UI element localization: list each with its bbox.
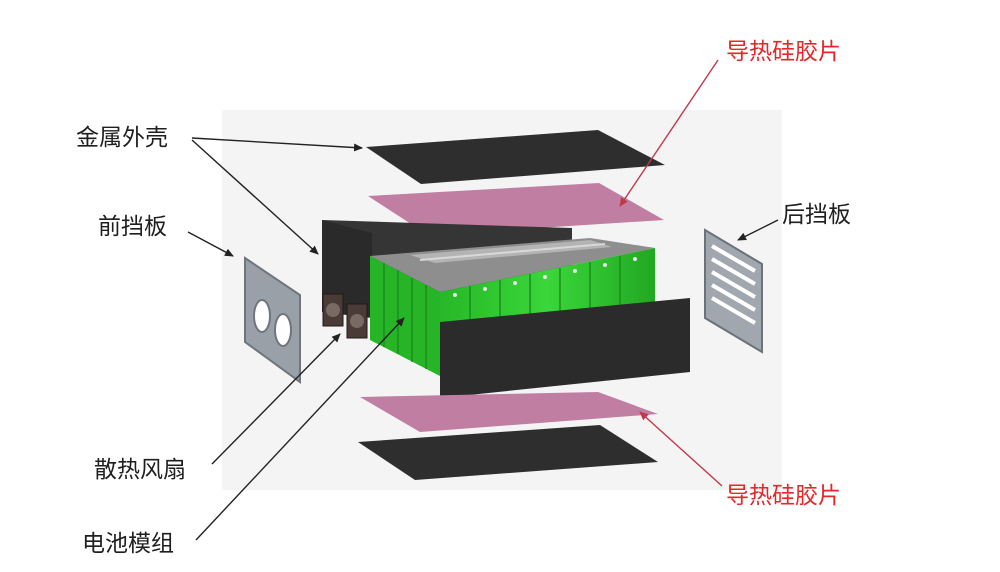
- label-cooling-fan: 散热风扇: [94, 457, 186, 483]
- cell-terminals: [453, 257, 637, 297]
- top-shell-plate: [366, 130, 665, 184]
- leader-lines-red: [619, 59, 723, 487]
- label-top-thermal-pad: 导热硅胶片: [726, 39, 841, 65]
- module-left-face: [370, 256, 440, 376]
- label-front-plate: 前挡板: [98, 214, 167, 240]
- front-baffle-hole-1: [253, 299, 271, 333]
- cooling-fans: [322, 293, 368, 339]
- module-top-cover: [370, 238, 655, 292]
- top-thermal-pad: [368, 183, 664, 235]
- rear-baffle-plate: [704, 228, 763, 354]
- front-baffle-hole-2: [274, 313, 292, 347]
- bottom-shell-plate: [358, 425, 658, 480]
- front-baffle-plate: [244, 256, 301, 384]
- label-rear-plate: 后挡板: [782, 202, 851, 228]
- leader-lines: [187, 137, 779, 541]
- rear-baffle-louvers: [710, 244, 757, 325]
- module-left-cell-lines: [383, 263, 427, 369]
- bottom-thermal-pad: [360, 392, 658, 432]
- label-bottom-thermal-pad: 导热硅胶片: [726, 483, 841, 509]
- label-metal-shell: 金属外壳: [76, 125, 168, 151]
- front-shell-side-plate: [440, 298, 690, 398]
- label-battery-module: 电池模组: [82, 531, 174, 557]
